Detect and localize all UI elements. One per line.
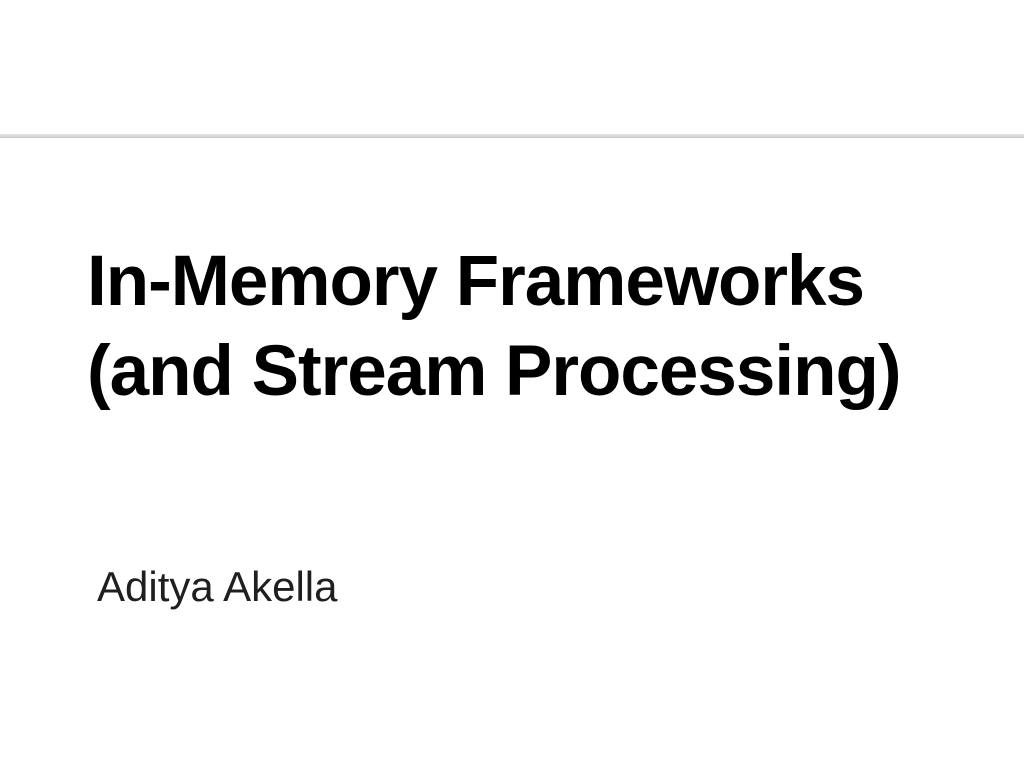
slide-title-line-2: (and Stream Processing): [87, 332, 901, 411]
slide-author: Aditya Akella: [97, 563, 338, 610]
slide-title-line-1: In-Memory Frameworks: [87, 242, 865, 321]
slide-title: In-Memory Frameworks (and Stream Process…: [87, 237, 987, 417]
horizontal-divider: [0, 134, 1024, 138]
